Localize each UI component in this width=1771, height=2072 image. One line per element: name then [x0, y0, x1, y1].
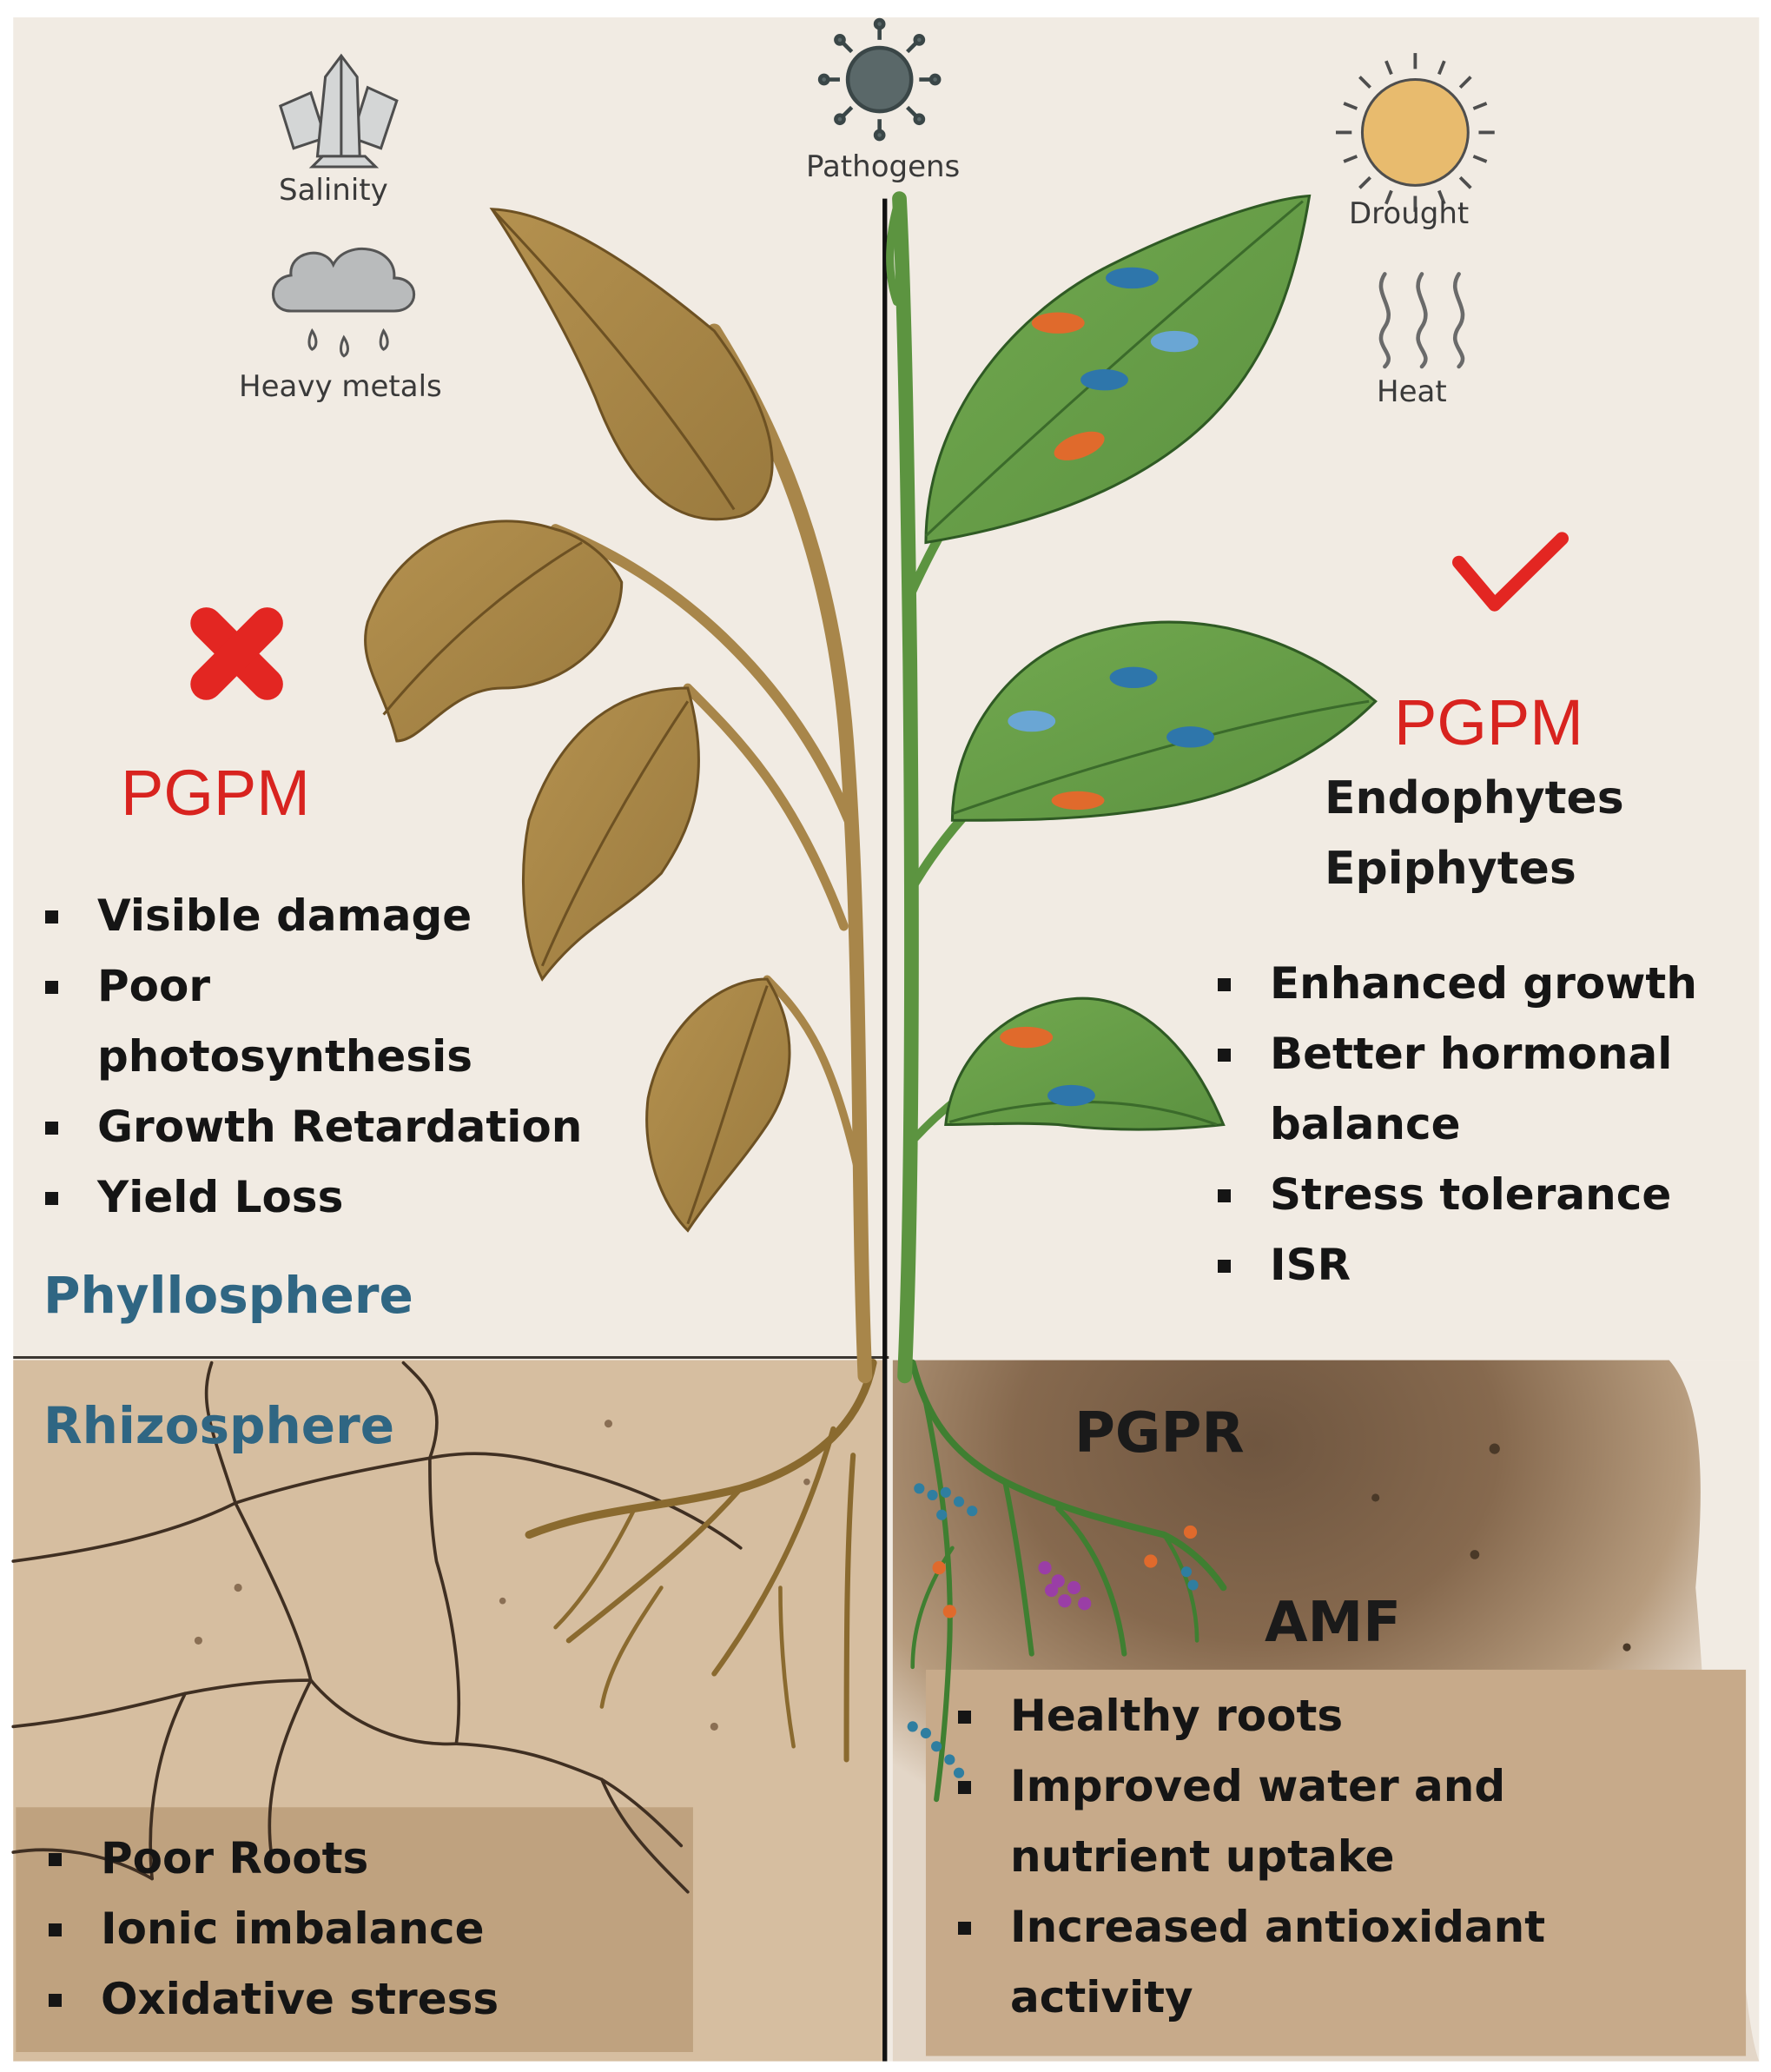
right-root-effect-item: Healthy roots	[955, 1681, 1719, 1751]
dead-leaf	[522, 686, 700, 982]
left-root-effect-item: Oxidative stress	[45, 1964, 653, 2035]
right-root-effect-item: Improved water and nutrient uptake	[955, 1751, 1549, 1892]
rhizosphere-label: Rhizosphere	[43, 1396, 395, 1455]
pgpr-label: PGPR	[1074, 1401, 1245, 1466]
left-effect-item: Visible damage	[42, 881, 632, 951]
dead-roots	[525, 1359, 877, 1763]
right-root-effects-list: Healthy roots Improved water and nutrien…	[955, 1681, 1719, 2033]
pgpm-right-label: PGPM	[1394, 686, 1583, 758]
phyllosphere-label: Phyllosphere	[43, 1266, 413, 1325]
right-effects-list: Enhanced growth Better hormonal balance …	[1214, 949, 1753, 1301]
epiphytes-label: Epiphytes	[1325, 843, 1576, 895]
root-microbes	[907, 1483, 1199, 1778]
rain-cloud-icon	[271, 247, 416, 358]
right-effect-item: ISR	[1214, 1230, 1753, 1301]
leaf-microbes	[1000, 267, 1214, 1107]
dead-leaf	[645, 977, 791, 1233]
cross-icon	[190, 607, 283, 700]
salinity-label: Salinity	[279, 173, 388, 208]
left-effect-item: Poor photosynthesis	[42, 951, 472, 1092]
soil-specks	[194, 1420, 1631, 1731]
left-effect-item: Growth Retardation	[42, 1092, 632, 1162]
drought-label: Drought	[1349, 196, 1470, 231]
dead-plant	[364, 208, 873, 1384]
crystal-icon	[278, 53, 399, 169]
healthy-roots	[909, 1359, 1227, 1803]
dead-stem	[706, 323, 873, 1384]
left-root-effect-item: Ionic imbalance	[45, 1894, 653, 1964]
left-root-effects-list: Poor Roots Ionic imbalance Oxidative str…	[45, 1824, 653, 2035]
healthy-root-box	[925, 1669, 1747, 2056]
left-effects-list: Visible damage Poor photosynthesis Growt…	[42, 881, 632, 1233]
green-stem	[892, 191, 919, 1384]
heat-waves-icon	[1378, 272, 1465, 369]
sun-icon	[1336, 53, 1495, 212]
heat-label: Heat	[1377, 374, 1447, 409]
heavy-metals-label: Heavy metals	[239, 369, 442, 404]
green-leaf	[924, 194, 1312, 545]
pathogens-label: Pathogens	[806, 149, 961, 184]
healthy-plant	[886, 191, 1378, 1384]
right-root-effect-item: Increased antioxidant activity	[955, 1892, 1636, 2033]
soil-cracks	[11, 1360, 743, 1894]
left-root-effect-item: Poor Roots	[45, 1824, 653, 1894]
poor-root-box	[16, 1807, 693, 2052]
dead-leaf	[364, 520, 624, 743]
endophytes-label: Endophytes	[1325, 772, 1624, 824]
pgpm-left-label: PGPM	[121, 757, 310, 829]
virus-icon	[817, 17, 942, 142]
left-effect-item: Yield Loss	[42, 1162, 632, 1233]
check-icon	[1452, 532, 1569, 612]
green-leaf	[950, 620, 1378, 822]
right-effect-item: Enhanced growth	[1214, 949, 1753, 1019]
right-effect-item: Better hormonal balance	[1214, 1019, 1704, 1160]
right-effect-item: Stress tolerance	[1214, 1160, 1753, 1230]
amf-label: AMF	[1265, 1591, 1401, 1655]
